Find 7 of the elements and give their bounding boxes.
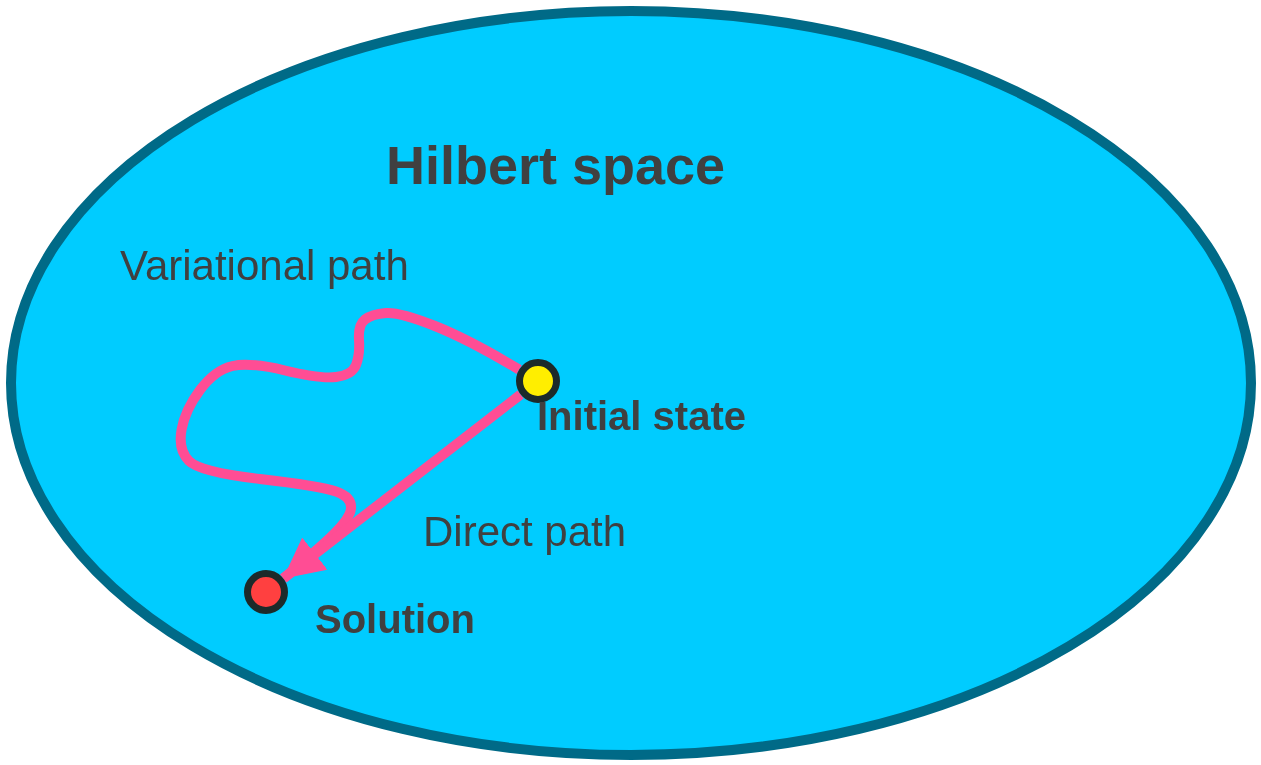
edge-label: Direct path (423, 508, 627, 556)
edge-label: Variational path (120, 242, 409, 290)
point-label: Initial state (537, 394, 746, 439)
point-label: Solution (315, 597, 475, 642)
path-arrow (280, 390, 524, 583)
region-title: Hilbert space (386, 134, 726, 196)
ellipse-region (6, 6, 1256, 760)
